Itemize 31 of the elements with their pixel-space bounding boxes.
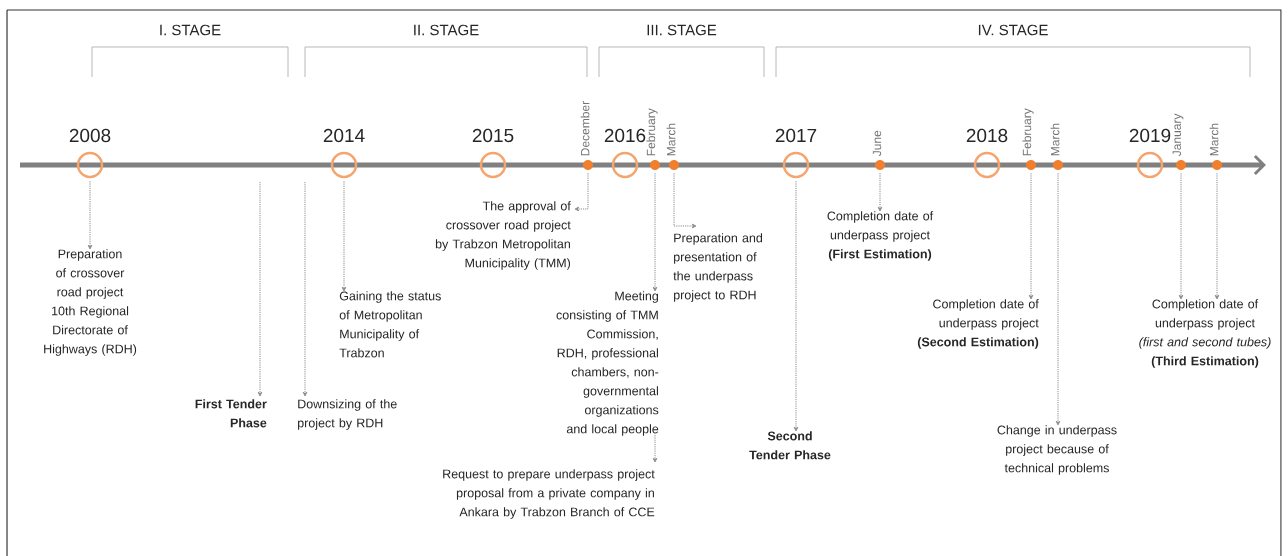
stage-label: II. STAGE — [414, 24, 479, 36]
leader-line — [257, 181, 263, 397]
event-text: Completion date of underpass project (first and second tubes) (Third Estimation) — [1139, 299, 1271, 368]
event-text: Second Tender Phase — [749, 431, 831, 460]
leader-line — [652, 432, 658, 463]
event-text: Completion date of underpass project (First Estimation) — [827, 211, 934, 261]
leader-line — [1214, 172, 1220, 300]
event-text: Gaining the status of Metropolitan Municipality of Trabzon — [339, 291, 441, 358]
event-text: Preparation and presentation of the underpass project to RDH — [673, 233, 763, 302]
leader-line — [652, 172, 658, 292]
leader-line — [673, 172, 697, 229]
event-text: Preparation of crossover road project 10th Regional Directorate of Highways (RDH) — [44, 249, 137, 356]
leader-line — [341, 180, 347, 292]
event-text: Completion date of underpass project (Second Estimation) — [917, 299, 1039, 349]
stage-label: I. STAGE — [160, 24, 221, 36]
leader-line — [574, 172, 589, 212]
leader-line — [302, 181, 308, 397]
stage-label: IV. STAGE — [978, 24, 1048, 36]
leader-line — [1028, 172, 1034, 300]
stage-label: III. STAGE — [647, 24, 717, 36]
event-text: Change in underpass project because of technical problems — [997, 425, 1117, 475]
leader-line — [1178, 172, 1184, 300]
leader-line — [877, 172, 883, 212]
leader-line — [793, 180, 799, 432]
leader-line — [1055, 172, 1061, 426]
event-text: First Tender Phase — [195, 399, 267, 428]
leader-line — [87, 180, 93, 250]
event-text: Meeting consisting of TMM Commission, RDH, professional chambers, non-governmental organizations and local people — [556, 291, 659, 436]
event-text: Downsizing of the project by RDH — [298, 399, 397, 430]
event-text: The approval of crossover road project by Trabzon Metropolitan Municipality (TMM) — [435, 201, 571, 270]
event-text: Request to prepare underpass project proposal from a private company in Ankara by Trabzon Branch of CCE — [443, 469, 655, 519]
